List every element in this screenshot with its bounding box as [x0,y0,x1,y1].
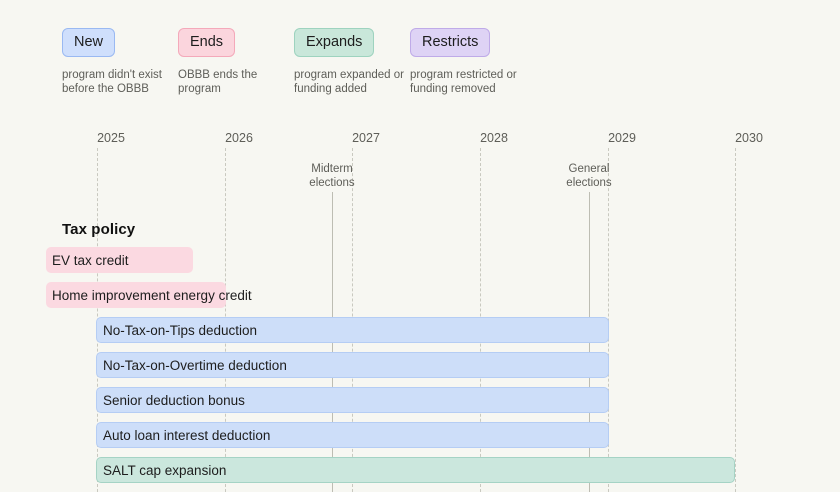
legend-item-expands[interactable]: Expands program expanded or funding added [294,28,414,96]
gridline-2030 [735,148,736,492]
legend-chip-new[interactable]: New [62,28,116,57]
legend-desc-expands: program expanded or funding added [294,69,404,95]
timeline-bar-label: No-Tax-on-Tips deduction [103,322,258,338]
timeline-bar[interactable]: EV tax credit [46,247,193,273]
legend: New program didn't exist before the OBBB E… [62,28,822,108]
axis-tick-2028: 2028 [480,131,508,145]
timeline-bar[interactable]: No-Tax-on-Overtime deduction [96,352,609,378]
election-marker-label-1: General elections [534,162,644,190]
timeline-bar[interactable]: No-Tax-on-Tips deduction [96,317,609,343]
legend-item-restricts[interactable]: Restricts program restricted or funding r… [410,28,530,96]
timeline-bar-label: Senior deduction bonus [103,392,245,408]
legend-desc-ends: OBBB ends the program [178,69,258,95]
timeline-bar-label: Auto loan interest deduction [103,427,271,443]
axis-tick-2030: 2030 [735,131,763,145]
legend-chip-ends[interactable]: Ends [178,28,236,57]
axis-tick-2027: 2027 [352,131,380,145]
legend-desc-new: program didn't exist before the OBBB [62,69,162,95]
axis-tick-2026: 2026 [225,131,253,145]
timeline-bar[interactable]: SALT cap expansion [96,457,735,483]
legend-item-new[interactable]: New program didn't exist before the OBBB [62,28,182,96]
election-label-line2: elections [309,177,355,189]
axis-tick-2025: 2025 [97,131,125,145]
election-label-line1: General [568,163,610,175]
section-title: Tax policy [62,221,136,238]
timeline-bar-label: Home improvement energy credit [52,287,252,303]
timeline-bar-label: No-Tax-on-Overtime deduction [103,357,287,373]
election-marker-label-0: Midterm elections [277,162,387,190]
election-label-line2: elections [566,177,612,189]
legend-chip-restricts[interactable]: Restricts [410,28,491,57]
election-label-line1: Midterm [311,163,353,175]
timeline-bar[interactable]: Senior deduction bonus [96,387,609,413]
timeline-bar[interactable]: Auto loan interest deduction [96,422,609,448]
axis-tick-2029: 2029 [608,131,636,145]
legend-chip-expands[interactable]: Expands [294,28,375,57]
timeline-bar-label: SALT cap expansion [103,462,227,478]
timeline-bar[interactable]: Home improvement energy credit [46,282,252,308]
timeline-bar-label: EV tax credit [52,252,129,268]
legend-desc-restricts: program restricted or funding removed [410,69,517,95]
